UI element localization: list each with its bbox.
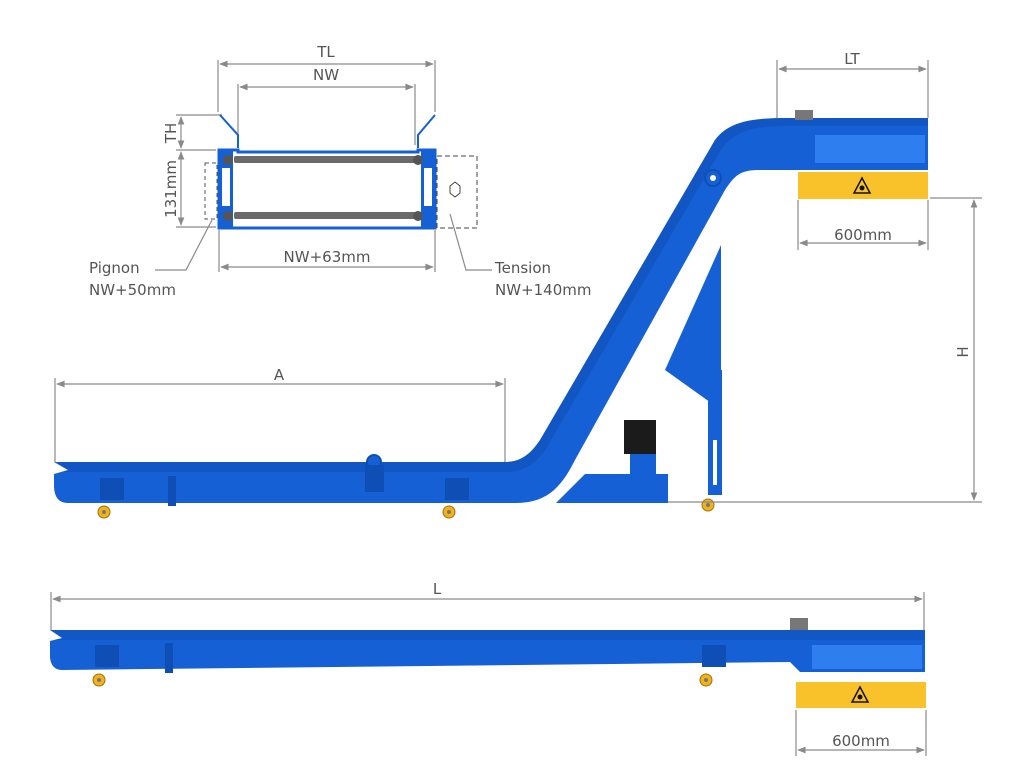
caster-wheel bbox=[699, 645, 726, 687]
flat-top-rail bbox=[50, 630, 925, 640]
h-label: H bbox=[954, 346, 972, 357]
upper-left-roller-end bbox=[223, 155, 233, 165]
upper-right-roller-end bbox=[413, 155, 423, 165]
frame-right-slot bbox=[424, 168, 432, 206]
lt-label: LT bbox=[844, 50, 860, 68]
conveyor-top-rail bbox=[58, 118, 928, 472]
frame-left-slot bbox=[222, 168, 230, 206]
caster-wheel bbox=[442, 478, 469, 519]
drive-motor bbox=[624, 420, 656, 454]
tension-side-label: Tension bbox=[494, 259, 551, 277]
tl-label: TL bbox=[316, 43, 335, 61]
drive-motor-top bbox=[795, 110, 813, 120]
flat-drive-motor bbox=[790, 618, 808, 630]
support-gusset bbox=[665, 245, 721, 410]
l-label: L bbox=[433, 580, 442, 598]
flat-conveyor-view: L 600mm bbox=[50, 580, 927, 756]
flat-support-bracket bbox=[165, 643, 173, 673]
tension-side-value: NW+140mm bbox=[495, 281, 591, 299]
tension-leader-line bbox=[449, 213, 492, 271]
motor-mount bbox=[630, 452, 656, 476]
warning-entanglement-icon bbox=[852, 176, 872, 194]
lifting-plate bbox=[365, 465, 384, 492]
elevated-conveyor-view: A bbox=[54, 50, 982, 519]
support-leg-slot bbox=[713, 440, 717, 485]
upper-roller bbox=[234, 156, 418, 163]
lifting-eye-hole bbox=[710, 175, 716, 181]
conveyor-frame bbox=[54, 118, 928, 503]
discharge-cover bbox=[815, 135, 925, 163]
hex-nut-icon bbox=[449, 181, 461, 198]
drive-sprocket-outline bbox=[204, 162, 218, 220]
hood-label: 600mm bbox=[834, 226, 892, 244]
drive-side-value: NW+50mm bbox=[89, 281, 176, 299]
right-trough-wing bbox=[417, 114, 436, 148]
caster-wheel bbox=[92, 645, 119, 687]
drive-side-label: Pignon bbox=[89, 259, 140, 277]
motor-base bbox=[556, 474, 668, 503]
belt-height-label: 131mm bbox=[162, 160, 180, 218]
frame-width-label: NW+63mm bbox=[284, 248, 371, 266]
support-leg bbox=[708, 370, 722, 495]
flat-inlet-notch bbox=[50, 630, 62, 641]
cross-section-view: TL NW TH 131mm bbox=[89, 43, 591, 299]
conveyor-inlet-notch bbox=[54, 462, 68, 474]
tension-box-outline bbox=[436, 155, 478, 229]
drive-leader-line bbox=[155, 219, 213, 271]
support-bracket bbox=[168, 476, 176, 506]
caster-wheel bbox=[97, 478, 124, 519]
a-label: A bbox=[274, 366, 285, 384]
left-trough-wing bbox=[219, 114, 239, 148]
flat-discharge-cover bbox=[812, 645, 922, 669]
caster-wheel bbox=[701, 498, 715, 512]
lower-right-roller-end bbox=[413, 211, 423, 221]
th-label: TH bbox=[162, 123, 180, 144]
warning-entanglement-icon bbox=[850, 685, 870, 703]
flat-hood-label: 600mm bbox=[832, 732, 890, 750]
frame-outline bbox=[217, 148, 437, 230]
lower-left-roller-end bbox=[223, 211, 233, 221]
lower-roller bbox=[234, 212, 418, 219]
nw-label: NW bbox=[313, 66, 339, 84]
